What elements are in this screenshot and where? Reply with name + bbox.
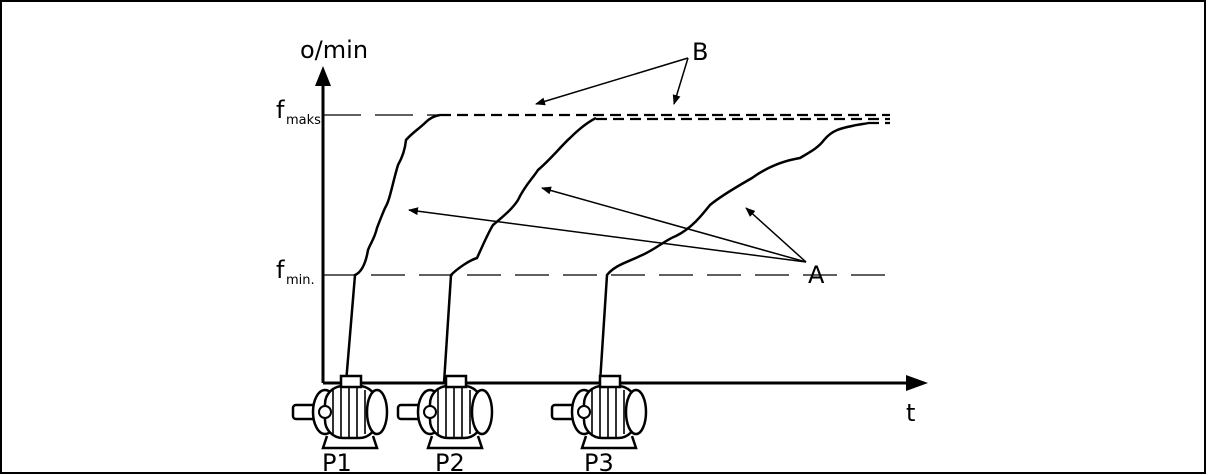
x-axis-label: t — [906, 399, 915, 427]
pump-p1-label: P1 — [322, 449, 352, 475]
callout-a-arrow-p2 — [541, 186, 807, 263]
callout-b-label: B — [692, 38, 708, 66]
callout-a-arrow-p3 — [745, 207, 807, 263]
p3-speed-curve — [598, 121, 869, 384]
pump-p2-label: P2 — [435, 449, 465, 475]
p2-speed-curve — [442, 116, 597, 384]
callout-b-arrow-left — [535, 57, 689, 106]
callout-a-label: A — [808, 261, 825, 289]
callout-a-arrow-p1 — [408, 207, 807, 263]
pump-p3-motor-icon — [550, 374, 648, 450]
callout-b-arrow-right — [672, 57, 689, 105]
fmin-label: f min. — [276, 256, 315, 288]
fmax-label: f maks. — [276, 96, 325, 128]
svg-text:maks.: maks. — [286, 113, 325, 128]
x-axis-arrowhead — [906, 375, 928, 391]
p1-speed-curve — [344, 113, 441, 384]
svg-text:f: f — [276, 96, 285, 124]
pump-p3-label: P3 — [584, 449, 614, 475]
svg-text:f: f — [276, 256, 285, 284]
y-axis-label: o/min — [300, 36, 368, 64]
svg-text:min.: min. — [286, 273, 315, 288]
y-axis-arrowhead — [315, 66, 331, 86]
pump-p1-motor-icon — [291, 374, 389, 450]
pump-p2-motor-icon — [396, 374, 494, 450]
